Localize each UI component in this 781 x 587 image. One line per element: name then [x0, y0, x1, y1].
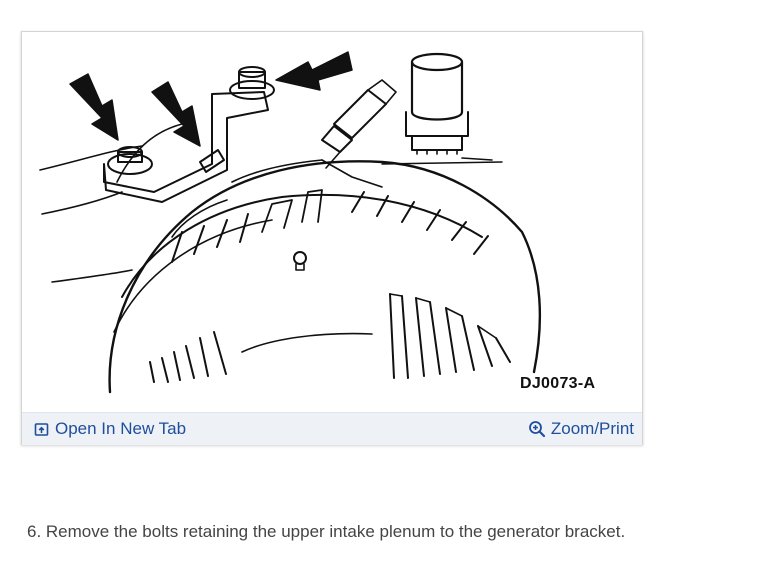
- step-instruction: 6. Remove the bolts retaining the upper …: [27, 522, 626, 541]
- generator-line-drawing: [39, 51, 542, 394]
- figure-card: DJ0073-A Open In New Tab Zoom/Print: [21, 31, 643, 445]
- open-in-new-tab-icon: [34, 423, 49, 436]
- zoom-print-link[interactable]: Zoom/Print: [528, 413, 634, 445]
- arrow-left: [69, 73, 119, 141]
- figure-toolbar: Open In New Tab Zoom/Print: [22, 412, 642, 445]
- arrow-middle: [151, 81, 201, 147]
- open-in-new-tab-link[interactable]: Open In New Tab: [34, 413, 186, 445]
- zoom-in-icon: [528, 421, 545, 438]
- arrow-top: [275, 51, 353, 91]
- open-in-new-tab-label: Open In New Tab: [55, 419, 187, 438]
- zoom-print-label: Zoom/Print: [550, 419, 634, 438]
- diagram-code: DJ0073-A: [520, 375, 596, 392]
- generator-diagram: DJ0073-A: [22, 32, 642, 412]
